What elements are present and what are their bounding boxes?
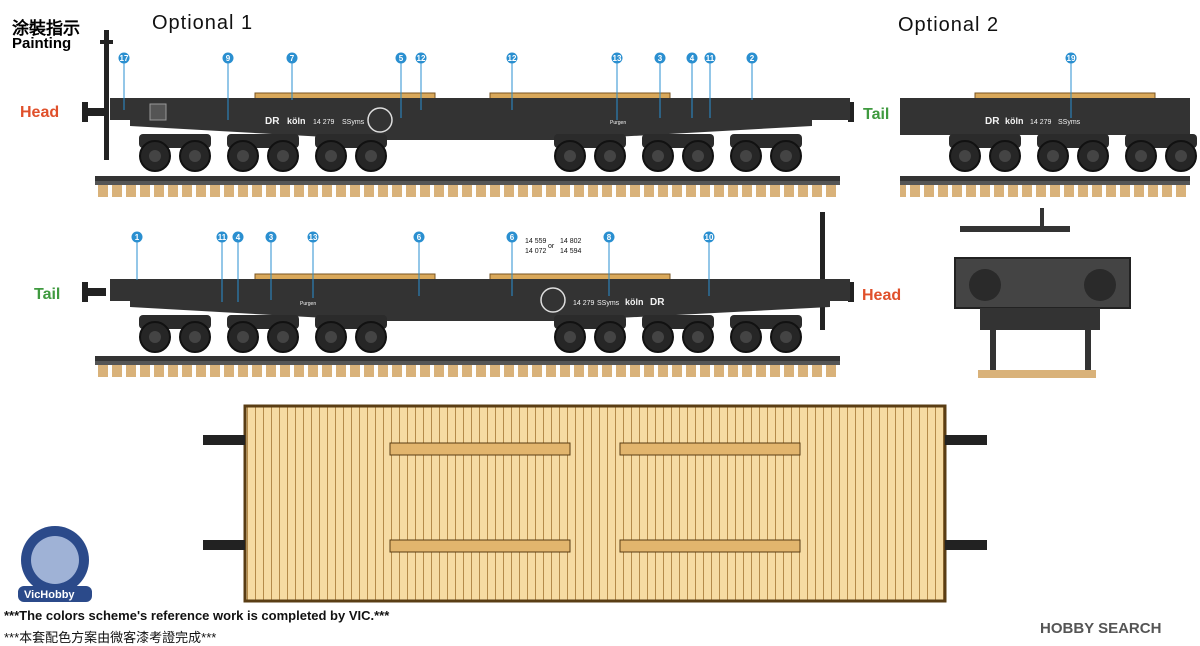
callout-number-middle-3: 3 <box>269 233 274 242</box>
callout-bubble-top_opt1-4 <box>415 52 427 64</box>
callout-number-middle-5: 6 <box>417 233 422 242</box>
wagon-body-middle <box>110 279 850 321</box>
hobby-search-watermark: HOBBY SEARCH <box>1040 620 1162 637</box>
marking-koln-opt2: köln <box>1005 116 1024 126</box>
title-chinese: 涂裝指示 <box>12 19 80 38</box>
tail-label-opt2: Tail <box>863 106 890 123</box>
wagon-end-view <box>954 208 1131 378</box>
callout-number-top_opt1-7: 3 <box>658 54 663 63</box>
head-label-top: Head <box>20 104 60 121</box>
callout-number-top_opt1-0: 17 <box>120 54 129 63</box>
marking-purgen: Purgen <box>610 120 626 126</box>
callout-number-top_opt1-9: 11 <box>706 54 715 63</box>
checker-plate <box>149 103 167 121</box>
deck-planking <box>243 404 947 603</box>
callout-number-middle-2: 4 <box>236 233 241 242</box>
callout-bubble-middle-1 <box>216 231 228 243</box>
marking-number-opt2: 14 279 <box>1030 119 1052 126</box>
alt-number-or: or <box>548 243 555 250</box>
buffer-left <box>86 108 106 116</box>
callout-number-middle-0: 1 <box>135 233 140 242</box>
wagon-top-side-view: DR köln 14 279 SSyms Purgen <box>82 30 854 197</box>
track-ties-top <box>95 185 840 197</box>
callout-bubble-middle-8 <box>703 231 715 243</box>
wagon-top-view <box>203 404 987 603</box>
callout-bubble-top_opt1-2 <box>286 52 298 64</box>
marking-dr: DR <box>265 116 280 127</box>
marking-number: 14 279 <box>313 119 335 126</box>
title-painting: Painting <box>12 35 72 52</box>
marking-koln: köln <box>287 116 306 126</box>
callout-bubble-top_opt1-7 <box>654 52 666 64</box>
alt-number-1: 14 559 <box>525 238 547 245</box>
optional-1-label: Optional 1 <box>152 12 254 34</box>
track-ties-middle <box>95 365 840 377</box>
marking-class: SSyms <box>342 119 365 126</box>
callout-bubble-middle-4 <box>307 231 319 243</box>
wagon-middle-side-view: DR köln 14 279 SSyms Purgen 14 559 14 80… <box>82 212 854 377</box>
callout-number-top_opt1-6: 13 <box>613 54 622 63</box>
callout-bubble-middle-0 <box>131 231 143 243</box>
marking-dr-middle: DR <box>650 297 665 308</box>
callout-bubble-top_opt2-0 <box>1065 52 1077 64</box>
brake-pole-middle <box>820 212 825 330</box>
brake-pole <box>104 30 109 160</box>
callout-number-top_opt1-8: 4 <box>690 54 695 63</box>
callout-number-middle-6: 6 <box>510 233 515 242</box>
alt-number-3: 14 072 <box>525 248 547 255</box>
tail-label-middle: Tail <box>34 286 61 303</box>
wagon-body <box>110 98 850 140</box>
track-ties-opt2 <box>900 185 1190 197</box>
marking-purgen-middle: Purgen <box>300 301 316 307</box>
callout-number-top_opt1-10: 2 <box>750 54 755 63</box>
callout-number-middle-7: 8 <box>607 233 612 242</box>
vichobby-logo: VicHobby <box>18 526 92 602</box>
reference-note-chinese: ***本套配色方案由微客漆考證完成*** <box>4 630 217 645</box>
marking-koln-middle: köln <box>625 297 644 307</box>
callout-number-middle-4: 13 <box>309 233 318 242</box>
wagon-opt2-side-view: DR köln 14 279 SSyms <box>900 92 1198 197</box>
callout-bubble-top_opt1-10 <box>746 52 758 64</box>
callout-bubble-top_opt1-6 <box>611 52 623 64</box>
callout-bubble-top_opt1-0 <box>118 52 130 64</box>
callout-number-top_opt2-0: 19 <box>1067 54 1076 63</box>
callout-bubble-middle-2 <box>232 231 244 243</box>
wagon-body-opt2 <box>900 98 1190 135</box>
callout-bubble-top_opt1-3 <box>395 52 407 64</box>
end-view-tie <box>978 370 1096 378</box>
optional-2-label: Optional 2 <box>898 14 1000 36</box>
callout-number-middle-1: 11 <box>218 233 227 242</box>
callout-bubble-middle-5 <box>413 231 425 243</box>
marking-dr-opt2: DR <box>985 116 1000 127</box>
callout-bubble-middle-3 <box>265 231 277 243</box>
callout-number-top_opt1-4: 12 <box>417 54 426 63</box>
callout-number-top_opt1-3: 5 <box>399 54 404 63</box>
reference-note-english: ***The colors scheme's reference work is… <box>4 608 390 623</box>
callout-bubble-middle-7 <box>603 231 615 243</box>
callout-bubble-top_opt1-1 <box>222 52 234 64</box>
marking-number-middle: 14 279 <box>573 300 595 307</box>
alt-number-4: 14 594 <box>560 248 582 255</box>
marking-class-opt2: SSyms <box>1058 119 1081 126</box>
callout-bubble-top_opt1-5 <box>506 52 518 64</box>
rail-top <box>95 176 840 181</box>
handwheel <box>367 107 393 133</box>
alt-number-2: 14 802 <box>560 238 582 245</box>
callout-number-top_opt1-5: 12 <box>508 54 517 63</box>
marking-class-middle: SSyms <box>597 300 620 307</box>
logo-text: VicHobby <box>24 589 75 601</box>
callout-bubble-top_opt1-8 <box>686 52 698 64</box>
callout-number-middle-8: 10 <box>705 233 714 242</box>
callout-bubble-top_opt1-9 <box>704 52 716 64</box>
head-label-middle: Head <box>862 287 902 304</box>
callout-number-top_opt1-2: 7 <box>290 54 295 63</box>
callout-bubble-middle-6 <box>506 231 518 243</box>
callout-number-top_opt1-1: 9 <box>226 54 231 63</box>
